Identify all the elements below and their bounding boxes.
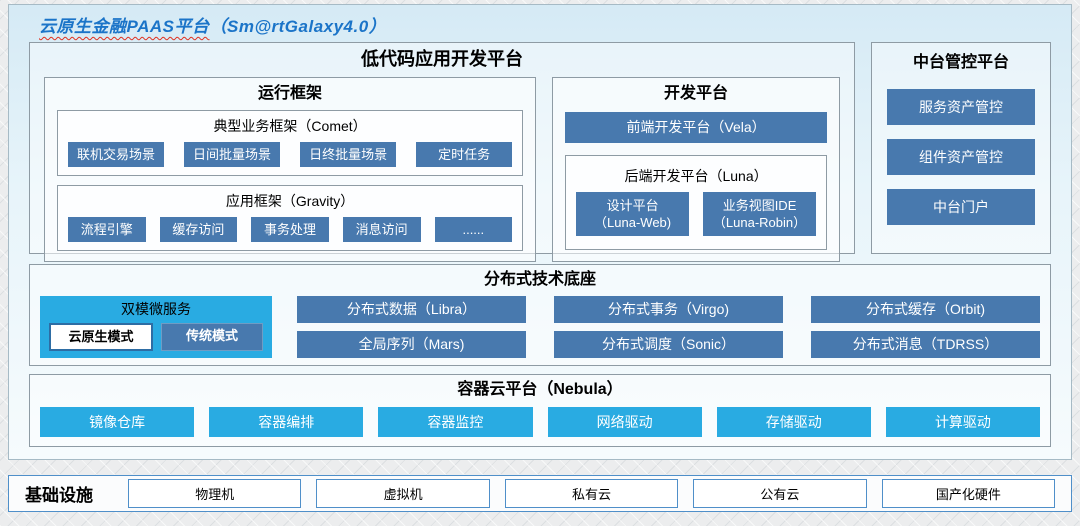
distributed-base-title: 分布式技术底座 — [483, 271, 596, 288]
cache-access-node: 缓存访问 — [159, 217, 238, 242]
dev-platform-box: 开发平台 前端开发平台（Vela） 后端开发平台（Luna） 设计平台 （Lun… — [552, 77, 840, 262]
governance-platform-box: 中台管控平台 服务资产管控 组件资产管控 中台门户 — [871, 42, 1051, 254]
distributed-base-box: 分布式技术底座 双模微服务 云原生模式 传统模式 分布式数据（Libra） 分布… — [29, 264, 1051, 366]
comet-framework-box: 典型业务框架（Comet） 联机交易场景 日间批量场景 日终批量场景 定时任务 — [57, 110, 524, 176]
container-orchestration-node: 容器编排 — [209, 407, 364, 437]
governance-platform-title: 中台管控平台 — [912, 54, 1009, 71]
dual-mode-title: 双模微服务 — [121, 301, 191, 317]
middle-platform-portal-node: 中台门户 — [887, 189, 1035, 225]
process-engine-node: 流程引擎 — [68, 217, 146, 242]
comet-framework-title: 典型业务框架（Comet） — [213, 118, 367, 134]
storage-driver-node: 存储驱动 — [716, 407, 871, 437]
top-row: 低代码应用开发平台 运行框架 典型业务框架（Comet） 联机交易场景 日间批量… — [29, 42, 1051, 262]
image-registry-node: 镜像仓库 — [40, 407, 195, 437]
transaction-processing-node: 事务处理 — [251, 217, 329, 242]
lowcode-platform-title: 低代码应用开发平台 — [361, 49, 523, 69]
luna-backend-title: 后端开发平台（Luna） — [624, 168, 768, 184]
gravity-node-row: 流程引擎 缓存访问 事务处理 消息访问 ...... — [68, 217, 513, 242]
gravity-framework-box: 应用框架（Gravity） 流程引擎 缓存访问 事务处理 消息访问 ...... — [57, 185, 524, 251]
infrastructure-band: 基础设施 物理机 虚拟机 私有云 公有云 国产化硬件 — [8, 475, 1072, 512]
vela-frontend-node: 前端开发平台（Vela） — [565, 112, 827, 143]
compute-driver-node: 计算驱动 — [885, 407, 1041, 437]
gravity-framework-title: 应用框架（Gravity） — [225, 193, 355, 209]
diagram-title-text: 云原生金融PAAS平台 — [39, 17, 210, 36]
private-cloud-node: 私有云 — [504, 479, 679, 508]
diagram-title-version: （Sm@rtGalaxy4.0） — [209, 17, 387, 36]
distributed-message-tdrss-node: 分布式消息（TDRSS） — [811, 331, 1040, 358]
traditional-mode-node: 传统模式 — [161, 323, 263, 351]
distributed-base-body: 双模微服务 云原生模式 传统模式 分布式数据（Libra） 分布式事务（Virg… — [40, 296, 1040, 358]
component-asset-governance-node: 组件资产管控 — [887, 139, 1035, 175]
luna-robin-code: （Luna-Robin） — [712, 215, 807, 230]
cloud-native-mode-node: 云原生模式 — [49, 323, 153, 351]
luna-backend-box: 后端开发平台（Luna） 设计平台 （Luna-Web) 业务视图IDE （Lu… — [565, 155, 827, 250]
message-access-node: 消息访问 — [342, 217, 421, 242]
main-panel: 云原生金融PAAS平台（Sm@rtGalaxy4.0） 低代码应用开发平台 运行… — [8, 4, 1072, 460]
luna-robin-node: 业务视图IDE （Luna-Robin） — [703, 192, 816, 236]
luna-robin-name: 业务视图IDE — [722, 198, 797, 213]
online-transaction-node: 联机交易场景 — [68, 142, 165, 167]
distributed-transaction-virgo-node: 分布式事务（Virgo) — [554, 296, 783, 323]
physical-machine-node: 物理机 — [128, 479, 302, 508]
diagram-title: 云原生金融PAAS平台（Sm@rtGalaxy4.0） — [29, 12, 1051, 42]
distributed-node-grid: 分布式数据（Libra） 分布式事务（Virgo) 分布式缓存（Orbit) 全… — [297, 296, 1040, 358]
container-cloud-box: 容器云平台（Nebula） 镜像仓库 容器编排 容器监控 网络驱动 存储驱动 计… — [29, 374, 1051, 447]
lowcode-platform-box: 低代码应用开发平台 运行框架 典型业务框架（Comet） 联机交易场景 日间批量… — [29, 42, 855, 262]
runtime-framework-title: 运行框架 — [258, 85, 323, 102]
domestic-hardware-node: 国产化硬件 — [881, 479, 1056, 508]
virtual-machine-node: 虚拟机 — [316, 479, 490, 508]
luna-node-row: 设计平台 （Luna-Web) 业务视图IDE （Luna-Robin） — [576, 192, 816, 236]
public-cloud-node: 公有云 — [693, 479, 867, 508]
container-cloud-node-row: 镜像仓库 容器编排 容器监控 网络驱动 存储驱动 计算驱动 — [40, 407, 1041, 437]
network-driver-node: 网络驱动 — [547, 407, 702, 437]
governance-node-list: 服务资产管控 组件资产管控 中台门户 — [887, 75, 1035, 239]
distributed-data-libra-node: 分布式数据（Libra） — [297, 296, 526, 323]
luna-web-name: 设计平台 — [606, 198, 659, 213]
lowcode-platform-body: 运行框架 典型业务框架（Comet） 联机交易场景 日间批量场景 日终批量场景 … — [44, 77, 840, 262]
endofday-batch-node: 日终批量场景 — [300, 142, 397, 167]
comet-node-row: 联机交易场景 日间批量场景 日终批量场景 定时任务 — [68, 142, 513, 167]
runtime-framework-box: 运行框架 典型业务框架（Comet） 联机交易场景 日间批量场景 日终批量场景 … — [44, 77, 537, 262]
luna-web-code: （Luna-Web) — [594, 215, 672, 230]
distributed-scheduler-sonic-node: 分布式调度（Sonic） — [554, 331, 783, 358]
service-asset-governance-node: 服务资产管控 — [887, 89, 1035, 125]
dev-platform-title: 开发平台 — [664, 85, 729, 102]
container-cloud-title: 容器云平台（Nebula） — [457, 381, 623, 398]
infrastructure-title: 基础设施 — [25, 486, 93, 505]
more-node: ...... — [434, 217, 513, 242]
global-sequence-mars-node: 全局序列（Mars) — [297, 331, 526, 358]
scheduled-task-node: 定时任务 — [416, 142, 513, 167]
dual-mode-microservice-box: 双模微服务 云原生模式 传统模式 — [40, 296, 272, 358]
container-monitoring-node: 容器监控 — [378, 407, 533, 437]
luna-web-node: 设计平台 （Luna-Web) — [576, 192, 690, 236]
daytime-batch-node: 日间批量场景 — [184, 142, 281, 167]
dual-mode-row: 云原生模式 传统模式 — [49, 323, 263, 351]
distributed-cache-orbit-node: 分布式缓存（Orbit) — [811, 296, 1040, 323]
